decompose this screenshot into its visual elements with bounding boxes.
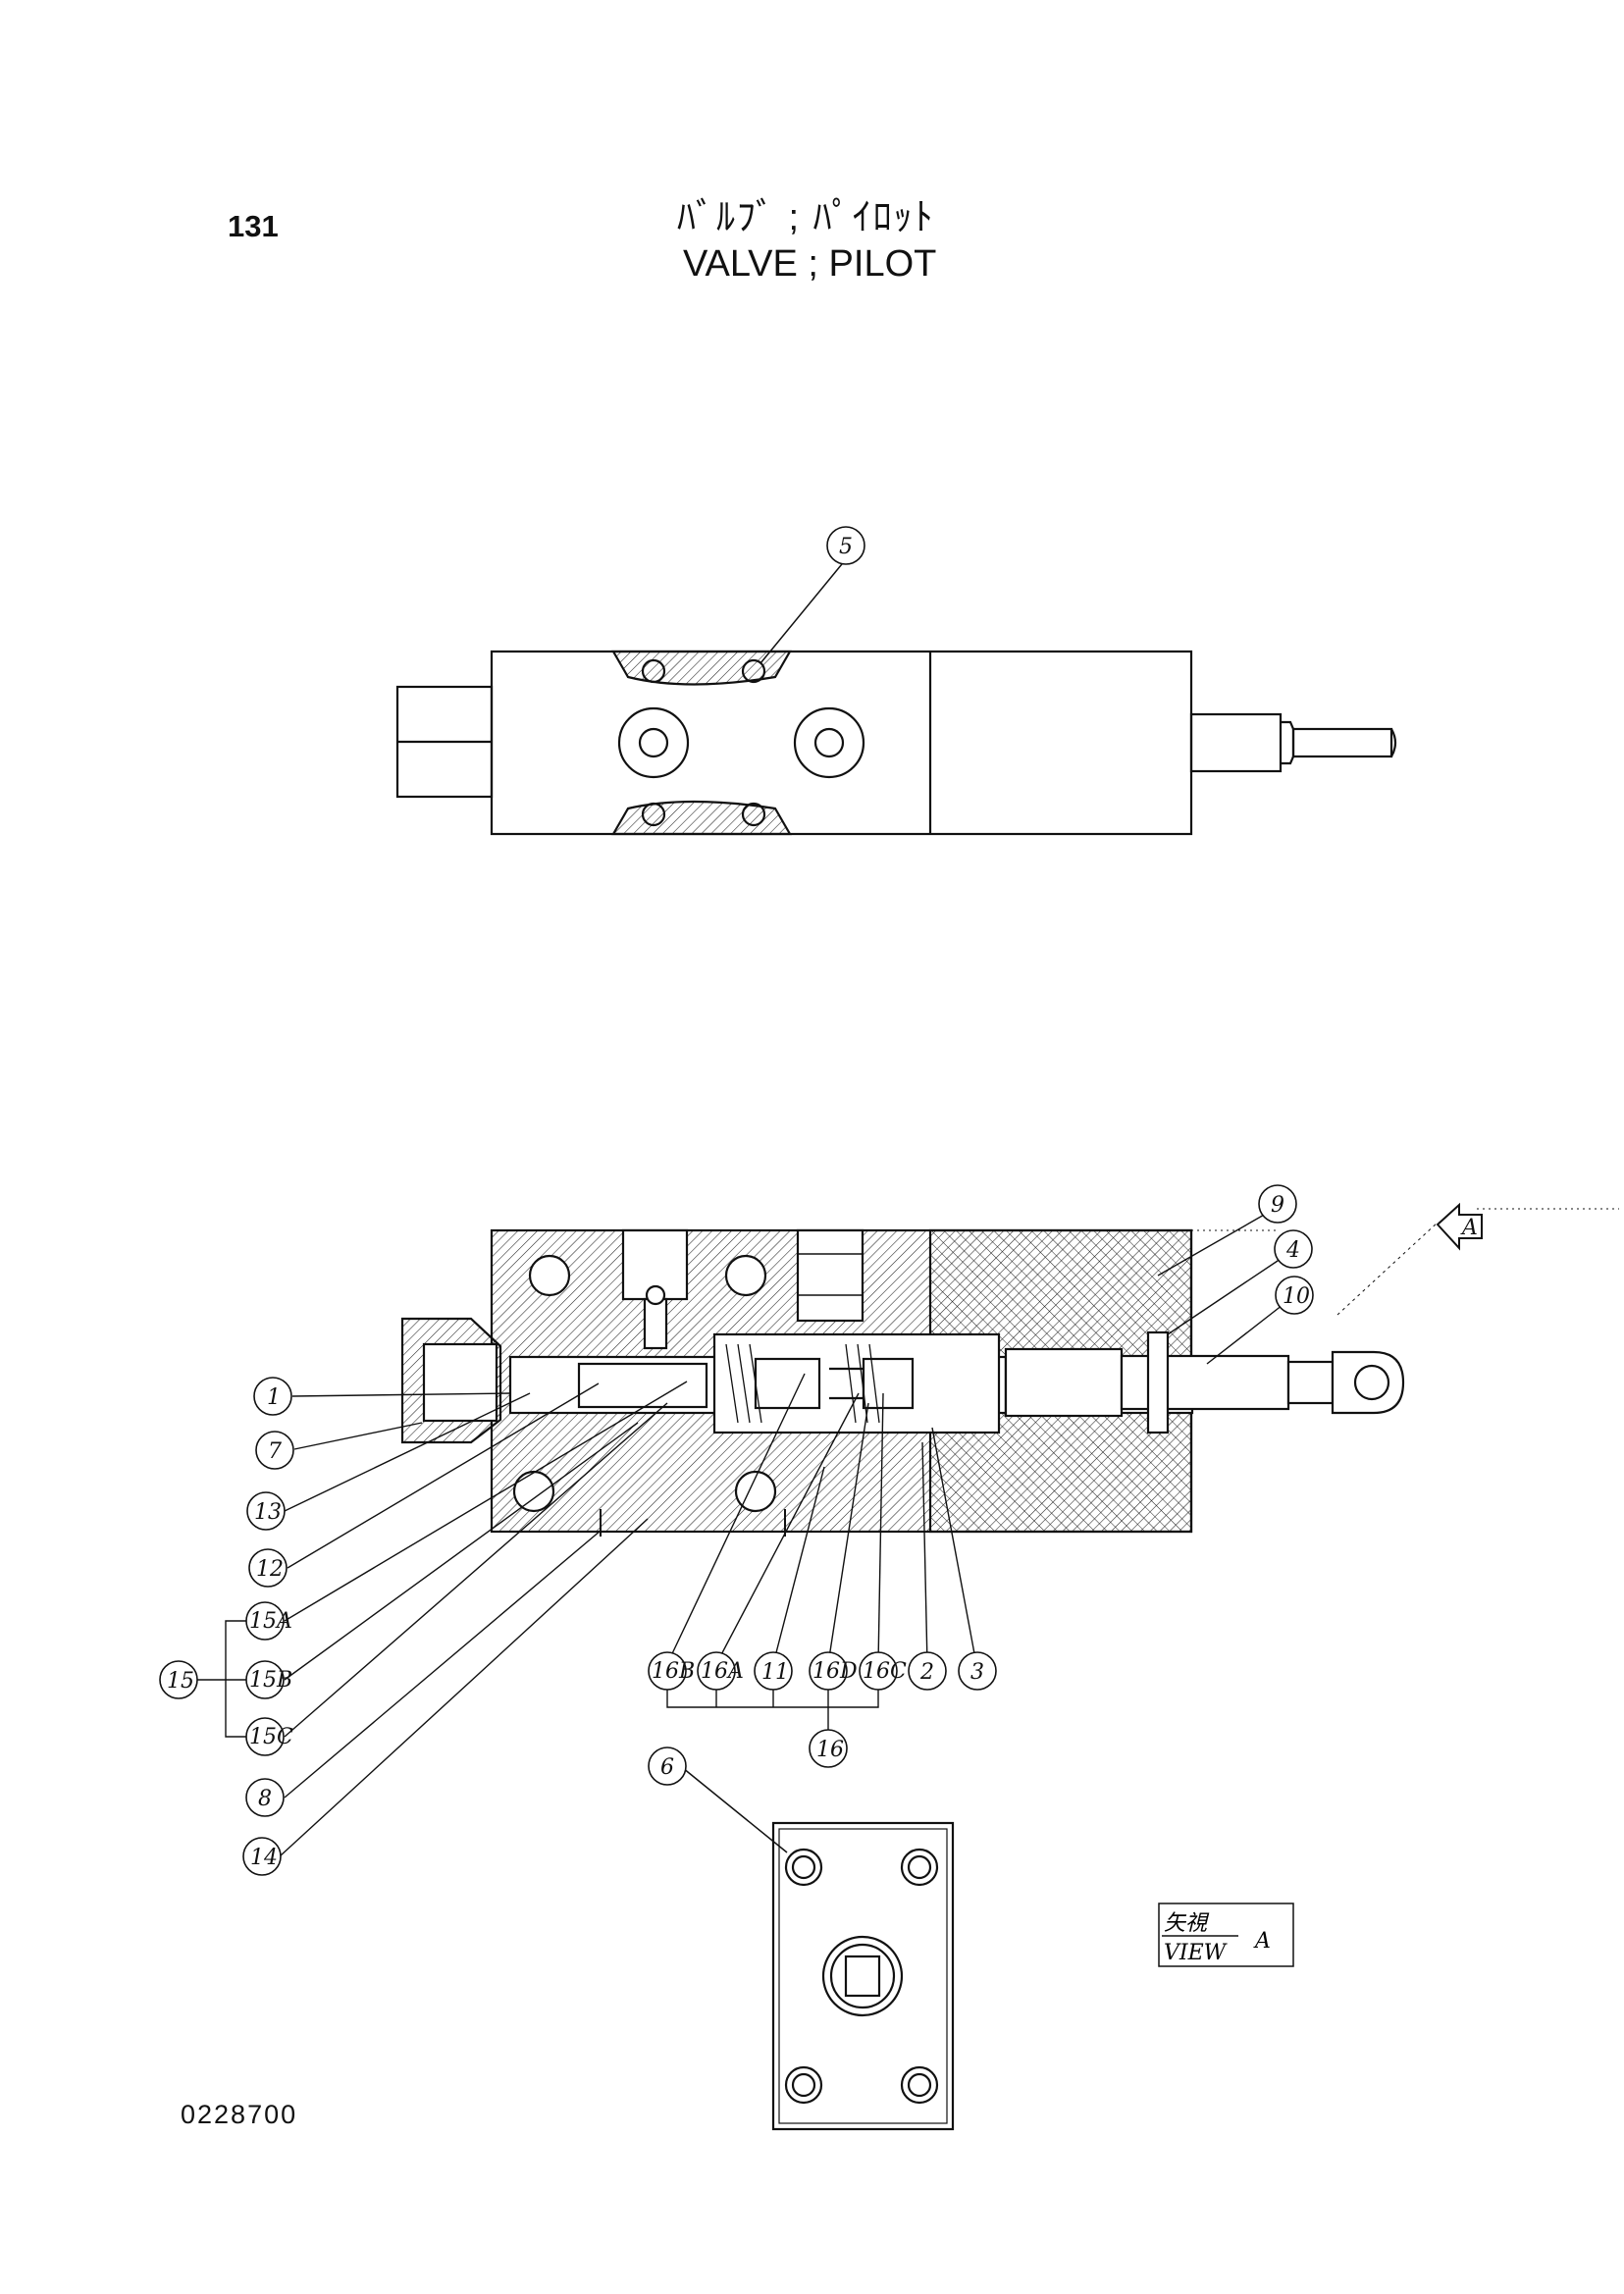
callout-15a: 15A [245,1601,292,1641]
callout-16: 16 [809,1729,848,1768]
callout-16c: 16C [859,1651,907,1691]
callout-15b-label: 15B [249,1668,292,1693]
callout-4-label: 4 [1285,1238,1300,1263]
callout-9-label: 9 [1271,1193,1284,1218]
view-label-letter: A [1253,1929,1271,1954]
callout-14-label: 14 [250,1846,278,1870]
callout-16a-label: 16A [701,1659,744,1684]
callout-11: 11 [754,1651,793,1691]
view-a-drawing [682,1767,955,2131]
callout-4: 4 [1274,1229,1313,1269]
section-view [400,1208,1619,1537]
callout-1: 1 [253,1377,292,1416]
callout-15c: 15C [245,1717,293,1756]
callout-16a: 16A [697,1651,744,1691]
callout-10: 10 [1275,1276,1314,1315]
callout-10-label: 10 [1283,1284,1310,1309]
callout-3: 3 [958,1651,997,1691]
title-english: VALVE ; PILOT [683,243,937,285]
callout-15c-label: 15C [249,1725,293,1749]
callout-11-label: 11 [761,1660,789,1685]
callout-16b: 16B [648,1651,695,1691]
callout-2-label: 2 [919,1660,934,1685]
callout-16-label: 16 [816,1738,844,1762]
callout-16c-label: 16C [863,1659,907,1684]
title-japanese: ﾊﾞﾙﾌﾞ ; ﾊﾟｲﾛｯﾄ [677,197,935,238]
callout-15a-label: 15A [249,1609,292,1634]
callout-8-label: 8 [258,1787,272,1811]
view-a-label: 矢視 VIEW A [1158,1903,1294,1967]
callout-8: 8 [245,1778,285,1817]
view-label-en: VIEW [1164,1941,1229,1965]
callouts: 5 9 4 10 1 7 13 12 15A 15B 15C 15 8 14 1… [159,526,1314,1876]
callout-1-label: 1 [267,1385,281,1410]
view-arrow-letter: A [1460,1216,1478,1240]
document-code: 0228700 [181,2100,298,2129]
callout-15: 15 [159,1660,198,1699]
callout-2: 2 [908,1651,947,1691]
callout-16b-label: 16B [652,1659,695,1684]
callout-13-label: 13 [254,1500,282,1525]
callout-15b: 15B [245,1660,292,1699]
callout-12: 12 [248,1548,288,1588]
page-number: 131 [228,209,279,243]
top-view [395,558,1397,836]
callout-7-label: 7 [268,1439,282,1464]
callout-16d: 16D [809,1651,858,1691]
callout-6: 6 [648,1747,687,1786]
callout-13: 13 [246,1491,286,1531]
callout-12-label: 12 [256,1557,284,1582]
callout-9: 9 [1258,1184,1297,1224]
callout-6-label: 6 [660,1755,674,1780]
callout-5-label: 5 [839,535,853,559]
callout-16d-label: 16D [812,1659,858,1684]
leader-lines [196,1213,1283,1857]
callout-15-label: 15 [167,1669,194,1694]
callout-3-label: 3 [970,1660,984,1685]
callout-7: 7 [255,1431,294,1470]
view-a-arrow: A [1436,1202,1483,1251]
callout-14: 14 [242,1837,282,1876]
top-valve-body [490,650,1193,836]
view-label-jp: 矢視 [1164,1911,1210,1936]
callout-5: 5 [826,526,865,565]
